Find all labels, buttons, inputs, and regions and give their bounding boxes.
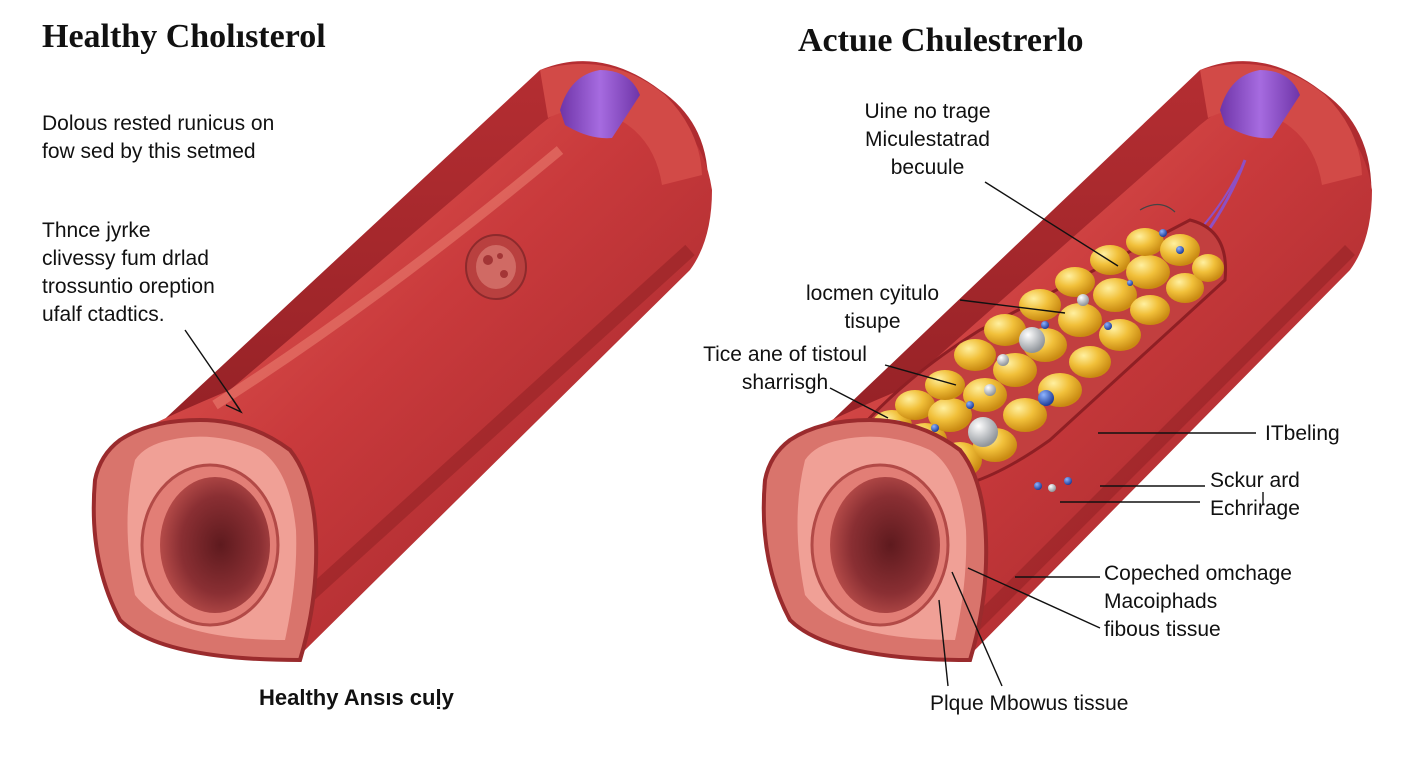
healthy-caption: Healthy Ansıs cuḷy — [259, 685, 454, 710]
plaque-cross-section — [761, 417, 989, 663]
surface-cell — [465, 234, 527, 300]
plaque-artery — [761, 61, 1372, 663]
healthy-cross-section — [91, 417, 319, 663]
healthy-description: Dolous rested runicus on fow sed by this… — [42, 112, 275, 163]
plaque-particles — [894, 229, 1184, 492]
leader-tice-2 — [829, 387, 889, 419]
healthy-annotation: Thnce jyrke clivessy fum drlad trossunti… — [42, 219, 215, 326]
leader-lines — [184, 181, 1264, 687]
label-sckur: Sckur ard Echrirage — [1210, 469, 1300, 520]
arrowhead-healthy-wall — [225, 397, 243, 414]
label-itbeling: ITbeling — [1265, 422, 1340, 445]
label-locmen: locmen cyitulo tisupe — [805, 282, 940, 333]
leader-top — [984, 181, 1119, 267]
label-tice: Tice ane of tistoul sharrisgh — [703, 343, 867, 394]
leader-tice-1 — [884, 364, 957, 386]
leader-fibous — [967, 567, 1101, 629]
leader-plque-2 — [938, 599, 949, 687]
label-copeched: Copeched omchage Macoiphads fibous tissu… — [1104, 562, 1292, 641]
healthy-artery — [91, 61, 712, 663]
label-plque: Plque Mbowus tissue — [930, 692, 1129, 715]
plaque-title: Actuıe Chulestrerlo — [798, 22, 1084, 59]
healthy-title: Healthy Cholısterol — [42, 18, 326, 55]
leader-plque-1 — [951, 571, 1003, 687]
leader-healthy-wall — [184, 329, 241, 411]
label-top: Uine no trage Miculestatrad becuule — [864, 100, 991, 179]
leader-locmen — [959, 299, 1066, 314]
